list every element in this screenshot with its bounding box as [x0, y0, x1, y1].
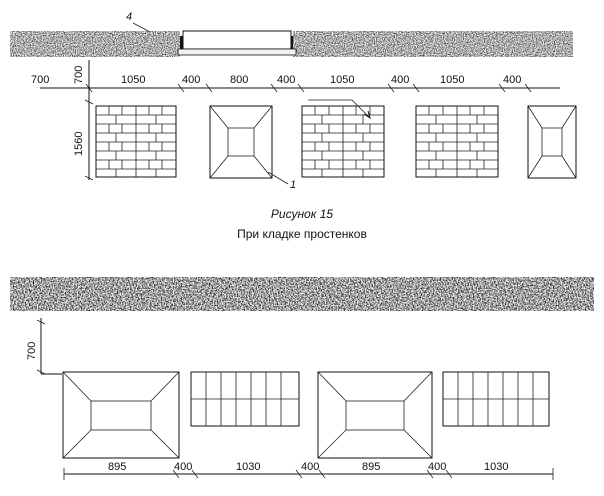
tick	[205, 83, 213, 93]
callout-1: 1	[267, 171, 296, 191]
bottom-dim-label-7: 1030	[484, 461, 508, 473]
bottom-dim-label-3: 1030	[236, 461, 260, 473]
top-vdim-label-1560: 1560	[73, 132, 85, 156]
top-vdim-label-700: 700	[73, 66, 85, 84]
tick	[84, 175, 94, 181]
brick-pallet	[442, 371, 550, 427]
brick-stack	[95, 105, 177, 178]
callout-label-1: 1	[290, 179, 296, 191]
lintel	[177, 48, 297, 56]
pallet-frame	[209, 105, 273, 179]
top-dim-label-6: 1050	[330, 74, 354, 86]
top-dim-label-8: 1050	[440, 74, 464, 86]
top-dim-label-2: 1050	[121, 74, 145, 86]
brick-pallet	[190, 371, 300, 427]
pallet-frame	[62, 371, 180, 459]
pallet-frame	[527, 105, 577, 179]
bottom-wall	[10, 277, 594, 311]
top-dim-label-3: 400	[182, 74, 200, 86]
tick	[524, 83, 532, 93]
bottom-dim-label-5: 895	[362, 461, 380, 473]
top-dim-label-4: 800	[230, 74, 248, 86]
brick-stack	[301, 105, 385, 178]
figure-caption: Рисунок 15 При кладке простенков	[237, 207, 367, 241]
figure-title: Рисунок 15	[271, 207, 333, 221]
top-dim-label-1: 700	[31, 74, 49, 86]
bottom-vertical-dimensions: 700	[26, 318, 62, 375]
bottom-dim-label-4: 400	[301, 461, 319, 473]
tick	[498, 83, 506, 93]
tick	[387, 83, 395, 93]
figure-subtitle: При кладке простенков	[237, 227, 367, 241]
top-diagram: 4 700 1050 400 800 400 1050 400 1050 400	[10, 11, 577, 191]
window-opening	[182, 30, 292, 50]
wall-label-4: 4	[126, 11, 132, 23]
wall-label-leader	[132, 22, 151, 33]
bottom-dim-label-1: 895	[108, 461, 126, 473]
top-dim-label-5: 400	[277, 74, 295, 86]
bottom-vdim-label-700: 700	[26, 342, 38, 360]
tick	[177, 83, 185, 93]
brick-stack	[415, 105, 499, 178]
bottom-diagram: 700	[10, 277, 594, 480]
bottom-dim-label-2: 400	[174, 461, 192, 473]
callout-arrow	[308, 99, 371, 120]
bottom-dim-label-6: 400	[428, 461, 446, 473]
tick	[297, 83, 305, 93]
tick	[270, 83, 278, 93]
top-dim-label-9: 400	[503, 74, 521, 86]
top-vertical-dimensions: 700 1560	[73, 60, 94, 181]
top-wall	[10, 30, 573, 57]
tick	[84, 99, 94, 105]
tick	[412, 83, 420, 93]
bottom-horizontal-dimensions: 895 400 1030 400 895 400 1030	[63, 461, 554, 480]
top-dim-label-7: 400	[391, 74, 409, 86]
pallet-frame	[317, 371, 433, 459]
top-horizontal-dimensions: 700 1050 400 800 400 1050 400 1050 400	[31, 74, 560, 93]
